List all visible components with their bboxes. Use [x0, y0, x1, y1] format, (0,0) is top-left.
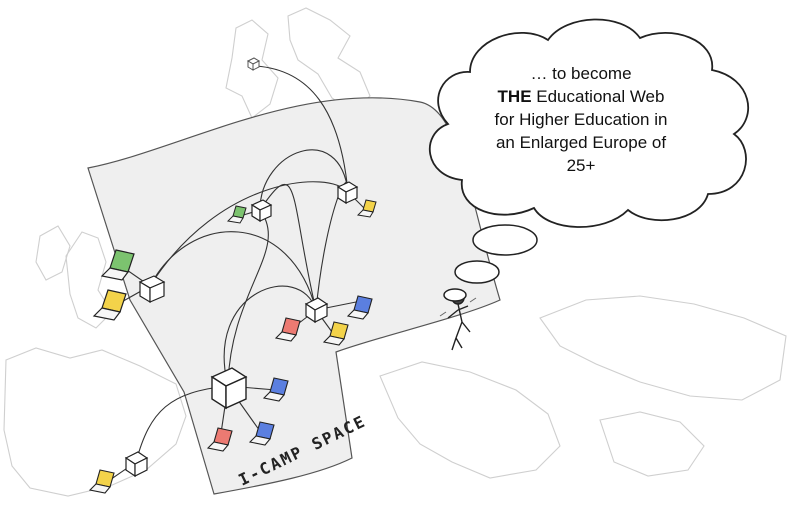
laptop-icon — [262, 377, 289, 402]
thought-line-3: for Higher Education in — [494, 110, 668, 129]
server-cube-icon — [304, 297, 329, 324]
laptop-icon — [322, 321, 349, 346]
laptop-icon — [88, 469, 115, 494]
thought-emphasis: THE — [497, 87, 532, 106]
server-cube-icon — [210, 367, 248, 410]
laptop-icon — [100, 249, 135, 281]
thought-line-1: … to become — [530, 64, 632, 83]
thought-dot-small — [443, 288, 467, 302]
laptop-icon — [206, 427, 233, 452]
thought-line-2: THE Educational Web — [472, 85, 690, 108]
server-cube-icon — [246, 57, 261, 71]
laptop-icon — [356, 199, 377, 218]
thought-cloud — [428, 18, 749, 228]
server-cube-icon — [336, 181, 359, 205]
laptop-icon — [248, 421, 275, 446]
thought-line-2-rest: Educational Web — [531, 87, 665, 106]
thought-dot-medium — [454, 260, 500, 284]
server-cube-icon — [250, 199, 273, 223]
server-cube-icon — [138, 275, 166, 304]
laptop-icon — [346, 295, 373, 320]
laptop-icon — [92, 289, 127, 321]
thought-line-5: 25+ — [566, 156, 596, 175]
thought-bubble — [428, 18, 749, 302]
thought-text: … to become THE Educational Web for High… — [472, 62, 690, 177]
laptop-icon — [274, 317, 301, 342]
server-cube-icon — [124, 451, 149, 478]
thought-dot-large — [472, 224, 538, 256]
laptop-icon — [226, 205, 247, 224]
thought-line-4: an Enlarged Europe of — [495, 133, 667, 152]
